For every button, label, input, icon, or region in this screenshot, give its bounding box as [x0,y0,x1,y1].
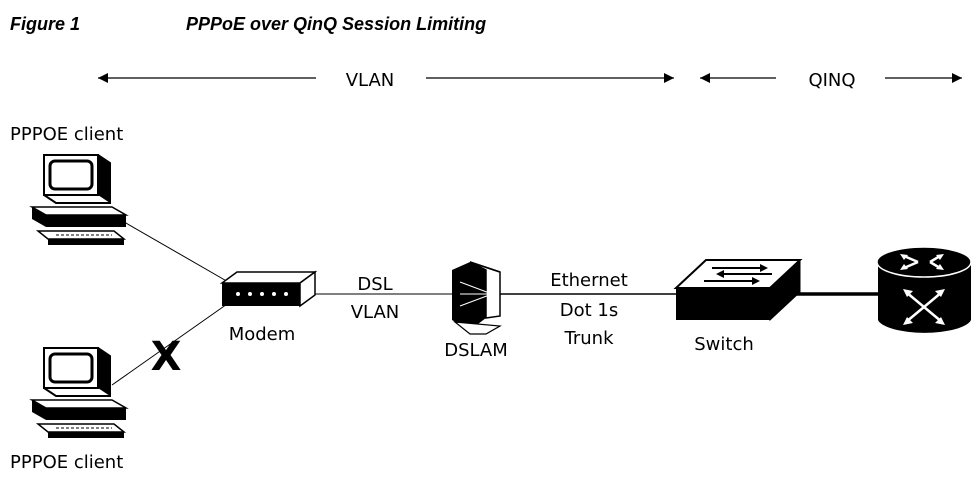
router-icon [876,246,971,333]
pc-icon [29,154,129,245]
dslam: DSLAM [444,261,508,361]
pppoe-client-top: PPPOE client [10,124,129,245]
trunk-link-label-line2: Dot 1s [560,300,618,321]
link-client-bottom-modem [111,301,231,386]
figure-header: Figure 1 PPPoE over QinQ Session Limitin… [10,10,710,40]
switch-label: Switch [694,334,754,355]
blocked-session-marker: X [151,334,182,380]
dsl-link-label-line2: VLAN [351,302,400,323]
dslam-label: DSLAM [444,340,508,361]
pppoe-client-bottom: PPPOE client [10,347,129,473]
router [876,246,971,333]
pppoe-client-bottom-label: PPPOE client [10,452,123,473]
vlan-range: VLAN [98,70,674,91]
trunk-link-label-line3: Trunk [564,328,615,349]
link-client-top-modem [111,214,231,284]
modem-label: Modem [229,324,296,345]
vlan-range-label: VLAN [346,70,395,91]
dsl-link-label-line1: DSL [357,274,392,295]
switch: Switch [673,258,803,355]
qinq-range-label: QINQ [808,70,855,91]
qinq-range: QINQ [700,70,962,91]
pppoe-client-top-label: PPPOE client [10,124,123,145]
switch-icon [673,258,803,322]
figure-number: Figure 1 [10,14,81,34]
figure-title: PPPoE over QinQ Session Limiting [186,14,487,34]
modem: Modem [219,270,318,345]
dslam-icon [452,261,502,335]
trunk-link-label-line1: Ethernet [550,270,628,291]
modem-icon [219,270,318,308]
pc-icon [29,347,129,438]
